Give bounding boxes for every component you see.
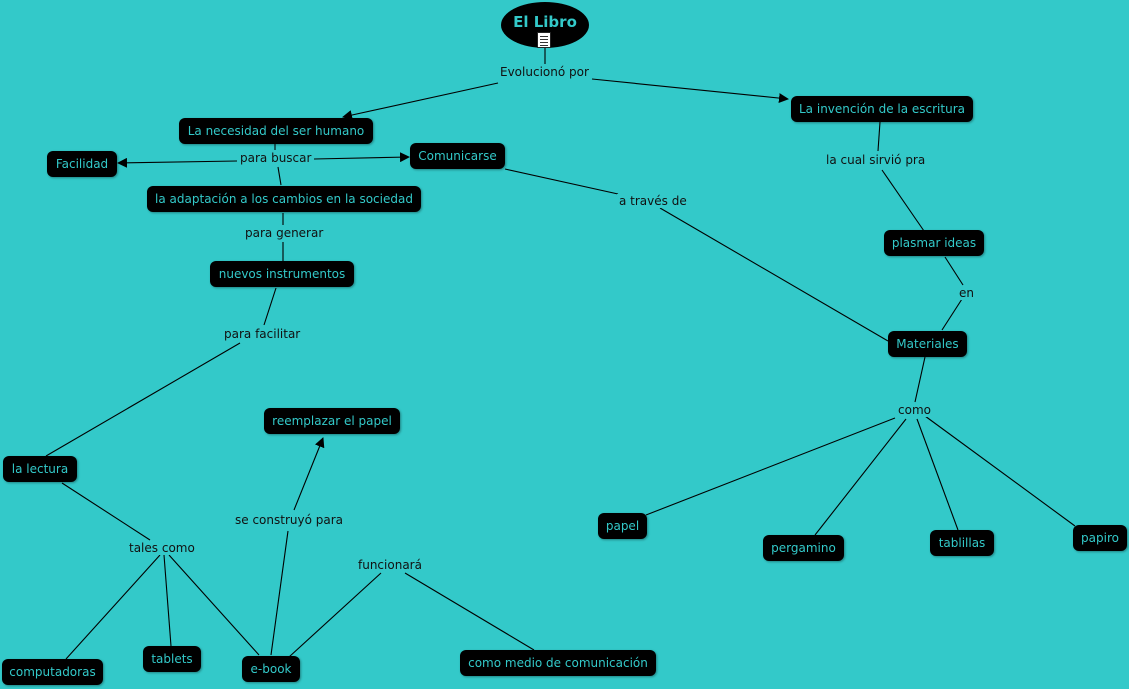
line-atraves-materiales [659, 207, 889, 342]
link-label-cual-sirvio: la cual sirvió pra [824, 153, 928, 167]
node-adaptacion[interactable]: la adaptación a los cambios en la socied… [147, 186, 421, 212]
node-nuevos-instrumentos[interactable]: nuevos instrumentos [210, 261, 354, 287]
line-funcionara-medio [404, 572, 535, 651]
line-ebook-construyo [270, 530, 289, 656]
line-plasmar-en [944, 256, 964, 286]
line-ebook-funcionara [288, 572, 382, 658]
line-tales-ebook [168, 554, 260, 656]
line-en-materiales [941, 298, 963, 331]
link-label-funcionara: funcionará [356, 558, 424, 572]
node-invencion[interactable]: La invención de la escritura [791, 96, 973, 122]
line-nuevos-facilitar [263, 287, 277, 326]
node-facilidad[interactable]: Facilidad [47, 151, 117, 177]
arrow-to-comunicarse [313, 152, 410, 163]
node-plasmar-ideas[interactable]: plasmar ideas [884, 230, 984, 256]
node-la-lectura[interactable]: la lectura [3, 456, 77, 482]
root-title: El Libro [513, 13, 577, 31]
line-facilitar-lectura [45, 342, 241, 457]
node-reemplazar-papel[interactable]: reemplazar el papel [264, 408, 400, 434]
link-label-para-generar: para generar [243, 226, 326, 240]
link-label-como: como [896, 403, 933, 417]
line-sirvio-plasmar [881, 169, 925, 232]
arrow-to-invencion [591, 78, 789, 104]
node-necesidad[interactable]: La necesidad del ser humano [179, 118, 373, 144]
link-label-a-traves: a través de [617, 194, 689, 208]
line-como-tablillas [916, 418, 959, 531]
line-como-papiro [924, 415, 1076, 527]
link-label-para-buscar: para buscar [238, 151, 314, 165]
arrow-to-necesidad [342, 82, 499, 120]
link-label-evoluciono: Evolucionó por [498, 65, 591, 79]
line-buscar-adaptacion [277, 166, 282, 186]
link-label-en: en [957, 286, 976, 300]
document-icon[interactable] [537, 32, 551, 48]
node-papel[interactable]: papel [598, 513, 647, 539]
line-como-pergamino [814, 418, 907, 536]
node-medio-comunicacion[interactable]: como medio de comunicación [460, 650, 656, 676]
node-computadoras[interactable]: computadoras [2, 659, 103, 685]
line-tales-tablets [163, 554, 172, 647]
node-papiro[interactable]: papiro [1073, 525, 1127, 551]
arrow-to-facilidad [117, 157, 238, 168]
node-e-book[interactable]: e-book [242, 656, 300, 682]
line-materiales-como [914, 356, 926, 403]
node-materiales[interactable]: Materiales [888, 331, 967, 357]
link-label-tales-como: tales como [127, 541, 197, 555]
line-como-papel [645, 417, 896, 516]
node-comunicarse[interactable]: Comunicarse [410, 143, 505, 169]
root-node-el-libro[interactable]: El Libro [501, 2, 589, 48]
arrow-to-reemplazar [293, 437, 325, 511]
link-label-para-facilitar: para facilitar [222, 327, 303, 341]
line-lectura-tales [61, 482, 151, 541]
line-comunicarse-atraves [504, 168, 619, 195]
node-pergamino[interactable]: pergamino [763, 535, 844, 561]
node-tablillas[interactable]: tablillas [930, 530, 994, 556]
line-tales-computadoras [65, 554, 161, 660]
line-invencion-sirvio [877, 121, 881, 152]
link-label-se-construyo: se construyó para [233, 513, 346, 527]
node-tablets[interactable]: tablets [143, 646, 201, 672]
